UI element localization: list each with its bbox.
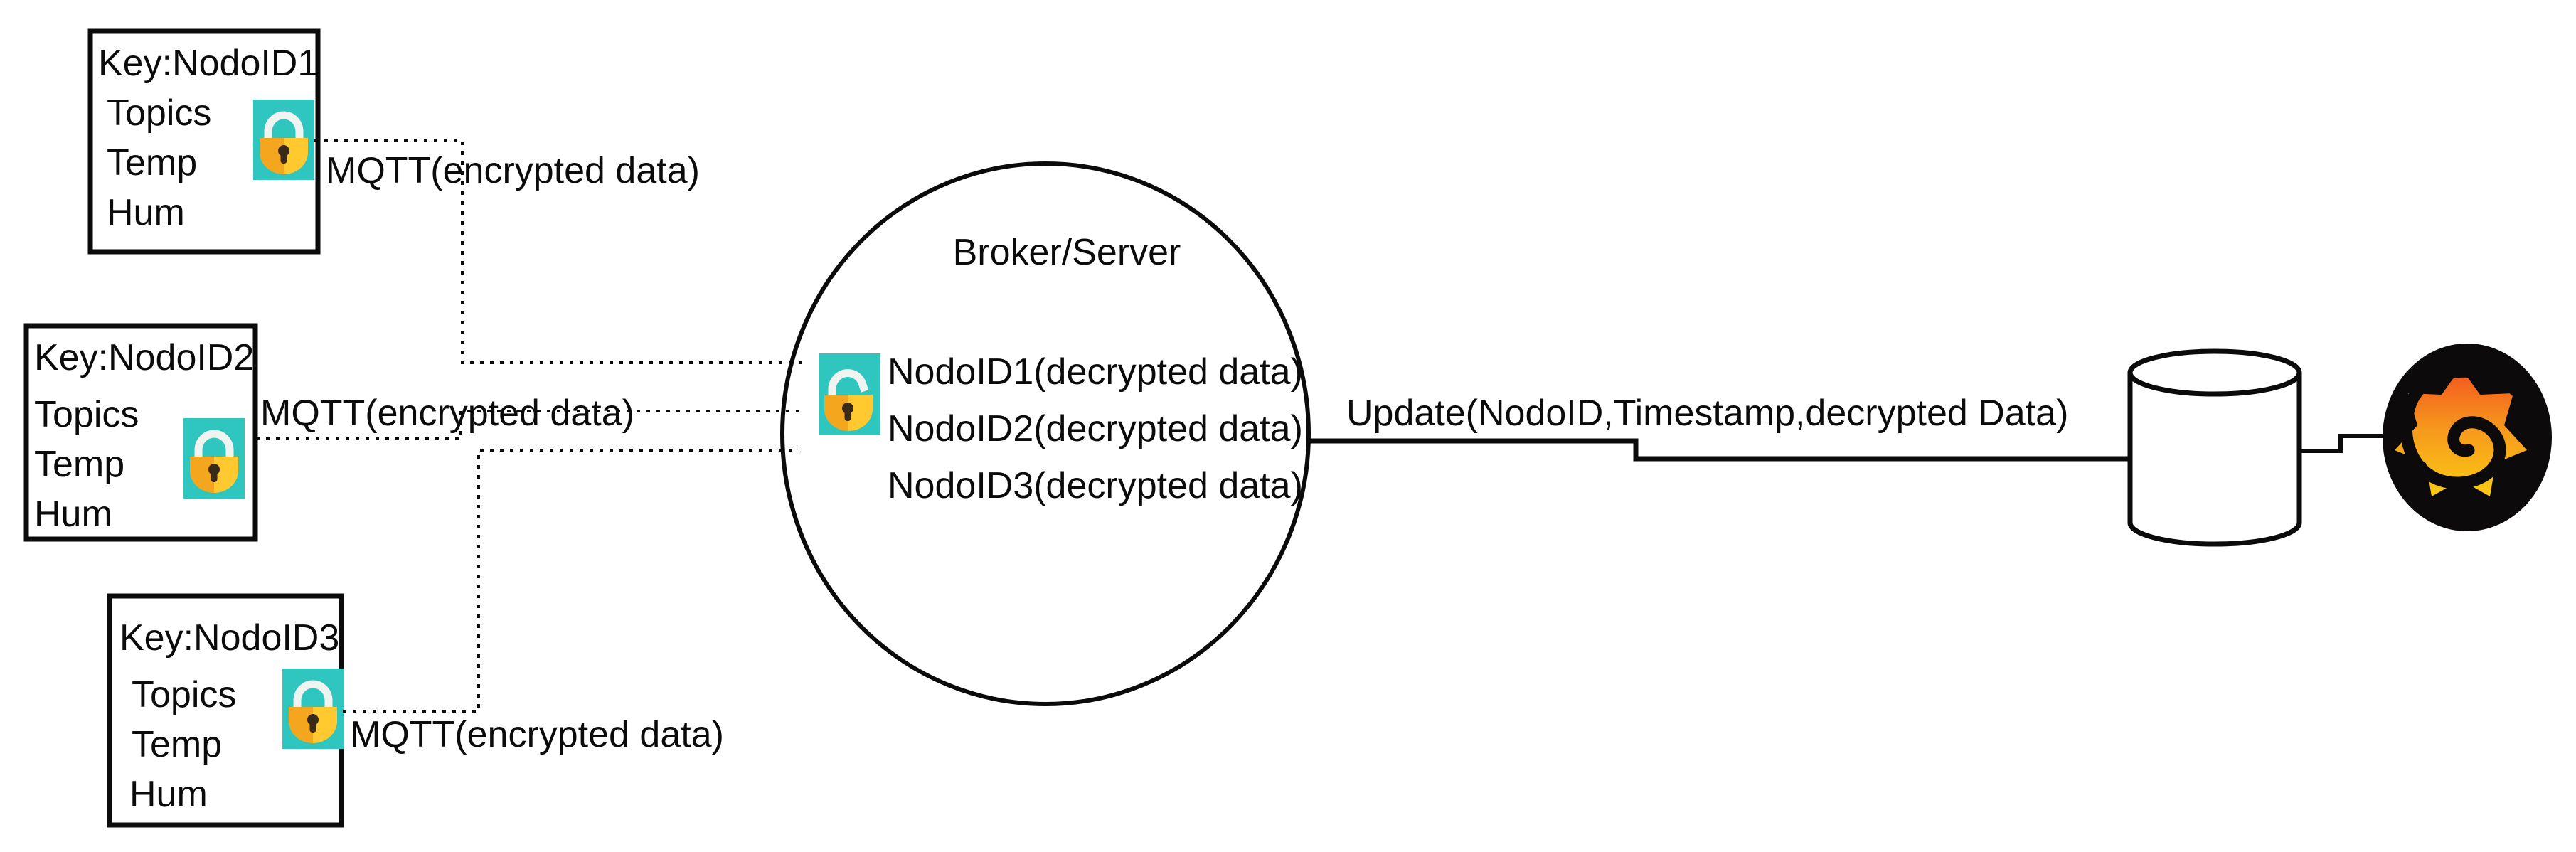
mqtt-connector-node1 [314, 139, 806, 364]
broker-entry-nodoid2: NodoID2(decrypted data) [888, 408, 1303, 449]
database-body [2127, 373, 2302, 547]
sensor-node-1-hum-label: Hum [107, 192, 185, 233]
update-label: Update(NodoID,Timestamp,decrypted Data) [1346, 393, 2068, 434]
sensor-node-1-key-label: Key:NodoID1 [98, 43, 318, 84]
database-top [2127, 348, 2302, 397]
sensor-node-2-temp-label: Temp [34, 444, 124, 485]
open-padlock-icon [819, 353, 880, 435]
sensor-node-1: Key:NodoID1 Topics Temp Hum [87, 28, 321, 255]
grafana-spiral [2400, 365, 2528, 489]
sensor-node-2-topics-label: Topics [34, 394, 139, 435]
closed-padlock-icon [253, 100, 314, 180]
sensor-node-3-hum-label: Hum [129, 774, 208, 815]
broker-entry-nodoid3: NodoID3(decrypted data) [888, 465, 1303, 506]
mqtt-connector-node3 [343, 449, 799, 713]
sensor-node-3: Key:NodoID3 Topics Temp Hum [107, 593, 344, 828]
broker-server-circle [780, 161, 1311, 706]
mqtt-connectors [256, 139, 806, 713]
sensor-node-1-temp-label: Temp [107, 142, 197, 183]
closed-padlock-icon [183, 418, 245, 499]
sensor-node-3-topics-label: Topics [132, 674, 236, 715]
broker-server: Broker/Server NodoID1(decrypted data) No… [780, 161, 1311, 706]
sensor-node-2-hum-label: Hum [34, 494, 112, 535]
broker-entry-nodoid1: NodoID1(decrypted data) [888, 351, 1303, 393]
mqtt-label-node2: MQTT(encrypted data) [260, 393, 634, 434]
mqtt-label-node3: MQTT(encrypted data) [350, 714, 724, 755]
sensor-node-2: Key:NodoID2 Topics Temp Hum [23, 323, 258, 542]
update-connector [1307, 438, 2131, 462]
broker-server-title: Broker/Server [953, 232, 1181, 273]
sensor-node-3-temp-label: Temp [132, 724, 222, 765]
grafana-connector [2299, 434, 2385, 453]
sensor-node-3-key-label: Key:NodoID3 [119, 617, 339, 659]
database-cylinder-icon [2127, 348, 2302, 547]
closed-padlock-icon [282, 669, 344, 749]
sensor-node-1-topics-label: Topics [107, 92, 211, 134]
mqtt-label-node1: MQTT(encrypted data) [326, 150, 700, 191]
mqtt-connector-node2 [256, 410, 799, 440]
grafana-logo [2383, 344, 2552, 531]
sensor-node-2-key-label: Key:NodoID2 [34, 337, 254, 378]
